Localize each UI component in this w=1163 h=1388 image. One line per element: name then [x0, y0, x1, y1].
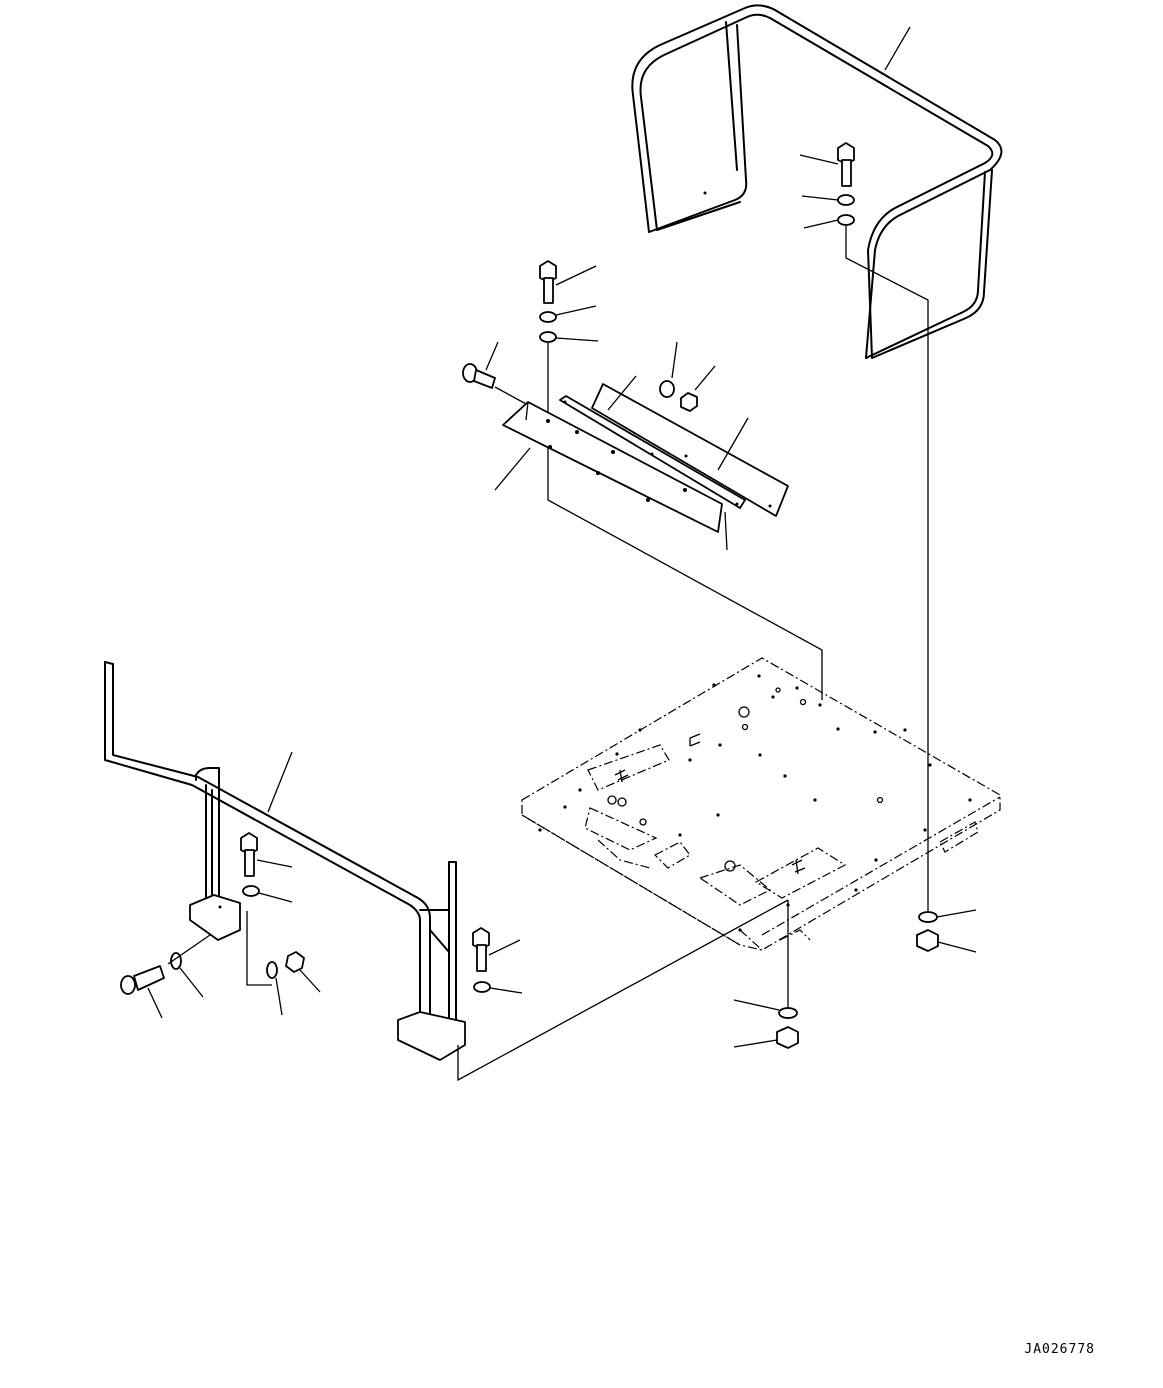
- nut-icon: [777, 1027, 798, 1048]
- washer-icon: [267, 962, 277, 978]
- washer-icon: [540, 312, 556, 322]
- washer-icon: [838, 215, 854, 225]
- washer-icon: [243, 886, 259, 896]
- floor-plate: [522, 658, 1000, 950]
- washer-icon: [474, 982, 490, 992]
- bolt-icon: [463, 364, 495, 388]
- washer-icon: [779, 1008, 797, 1018]
- floor-plate-holes: [538, 674, 972, 932]
- side-rail-fasteners: [121, 833, 788, 1080]
- upper-rail-bolt-set: [800, 143, 928, 912]
- bolt-icon: [121, 966, 164, 994]
- washer-icon: [919, 912, 937, 922]
- bolt-icon: [241, 833, 257, 876]
- washer-icon: [838, 195, 854, 205]
- bolt-icon: [540, 261, 556, 303]
- washer-icon: [540, 332, 556, 342]
- mounting-strips: [463, 342, 788, 550]
- floor-plate-fasteners: [734, 900, 976, 1048]
- bolt-icon: [473, 928, 489, 971]
- nut-icon: [917, 930, 938, 951]
- bolt-icon: [838, 143, 854, 186]
- upper-guard-rail: [632, 5, 1001, 358]
- nut-icon: [681, 393, 697, 411]
- drawing-id-label: JA026778: [1024, 1342, 1095, 1357]
- side-guard-rail: [105, 662, 465, 1060]
- nut-icon: [286, 952, 304, 972]
- washer-icon: [660, 381, 674, 397]
